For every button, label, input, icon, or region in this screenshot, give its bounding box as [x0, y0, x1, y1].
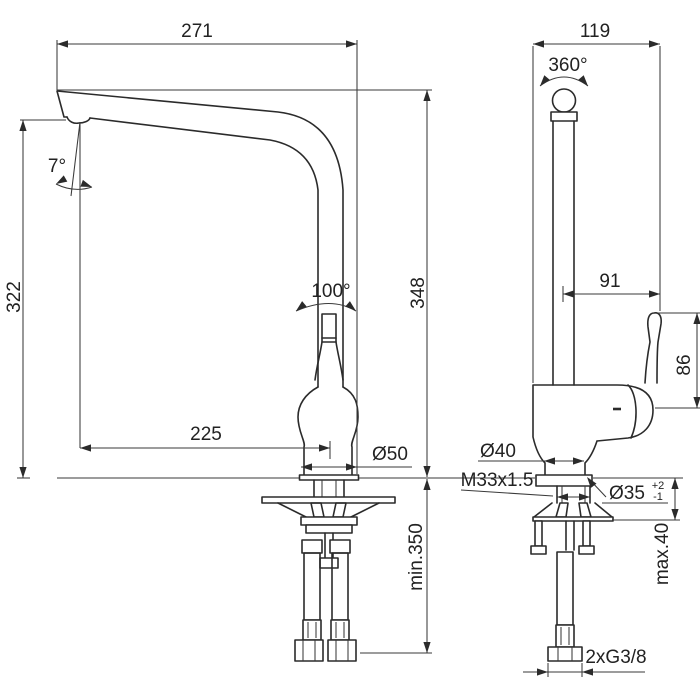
dim-handle-height: 86 [674, 354, 695, 375]
dim-hose-connection: 2xG3/8 [585, 647, 646, 668]
dim-spout-reach: 271 [181, 21, 213, 42]
dim-handle-projection: 91 [599, 271, 620, 292]
dim-max-deck-thickness: max.40 [652, 523, 673, 585]
dimensions-front: 271 7° 322 348 100° 225 Ø [4, 21, 432, 654]
dim-mounting-thread: M33x1.5 [461, 470, 534, 491]
mounting-set-side [530, 474, 614, 555]
dimensions-side: 119 360° 91 86 Ø40 M33x1.5 Ø35 [461, 21, 700, 677]
dim-hose-min-length: min.350 [406, 523, 427, 591]
dim-total-height: 348 [408, 277, 429, 309]
dim-hole-tol-minus: -1 [653, 491, 663, 503]
front-view-faucet [56, 90, 396, 662]
dim-neck-diameter: Ø40 [480, 441, 516, 462]
body-side [532, 384, 654, 476]
dim-hole-tol-plus: +2 [652, 480, 665, 492]
dim-outlet-height: 322 [4, 281, 25, 313]
handle-side [644, 312, 662, 384]
flex-hose-side [547, 551, 583, 662]
handle-front [314, 313, 344, 381]
dim-body-depth: 119 [580, 21, 610, 42]
dim-tip-angle: 7° [48, 156, 66, 177]
aerator-outlet [66, 116, 91, 125]
spout-outline [56, 90, 344, 388]
dim-handle-angle: 100° [311, 281, 350, 302]
dim-base-diameter: Ø50 [372, 444, 408, 465]
dim-outlet-offset: 225 [190, 424, 222, 445]
mounting-set-front [261, 479, 396, 569]
base-flange-front [298, 474, 360, 481]
flex-hoses-front [294, 539, 357, 662]
body-front [297, 386, 359, 476]
dim-hole-diameter: Ø35 [609, 483, 645, 504]
dim-swivel-angle: 360° [548, 55, 587, 76]
side-view-faucet [530, 88, 662, 662]
spout-collar [550, 111, 578, 122]
spout-top-circle [551, 88, 577, 113]
handle-base-seam [627, 384, 637, 439]
